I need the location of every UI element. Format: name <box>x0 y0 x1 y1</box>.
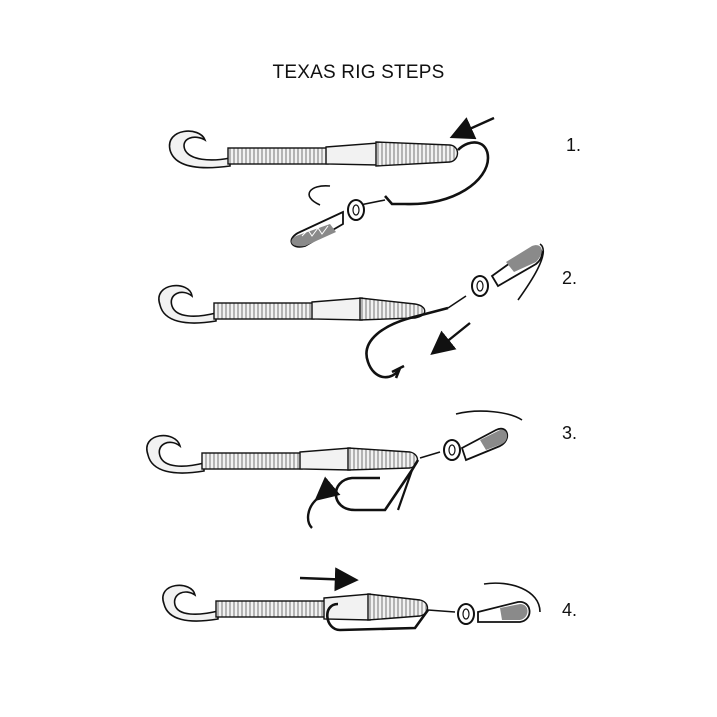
step-2-illustration <box>158 243 545 379</box>
line-4 <box>427 609 456 613</box>
diagram-title: TEXAS RIG STEPS <box>272 62 445 83</box>
worm-2 <box>158 284 426 324</box>
step-2-label: 2. <box>562 268 578 288</box>
hook-1 <box>384 141 490 206</box>
weight-1 <box>290 210 344 248</box>
step-4-label: 4. <box>562 600 578 620</box>
step-1-label: 1. <box>566 135 582 155</box>
arrow-3 <box>306 476 341 529</box>
worm-3 <box>146 434 419 474</box>
worm-4 <box>162 584 429 622</box>
step-1-illustration <box>168 116 495 248</box>
weight-2 <box>490 245 543 288</box>
step-3-label: 3. <box>562 423 578 443</box>
step-3-illustration <box>146 410 523 529</box>
step-4-illustration <box>162 567 541 632</box>
hook-2 <box>365 306 449 379</box>
weight-3 <box>460 427 509 462</box>
line-1 <box>308 185 386 206</box>
hook-4 <box>326 602 430 632</box>
worm-1 <box>168 130 459 169</box>
arrow-4 <box>299 567 359 592</box>
arrow-1 <box>449 116 495 140</box>
line-2 <box>447 295 467 309</box>
weight-4 <box>477 601 531 623</box>
arrow-2 <box>430 322 471 356</box>
line-3 <box>419 451 441 459</box>
